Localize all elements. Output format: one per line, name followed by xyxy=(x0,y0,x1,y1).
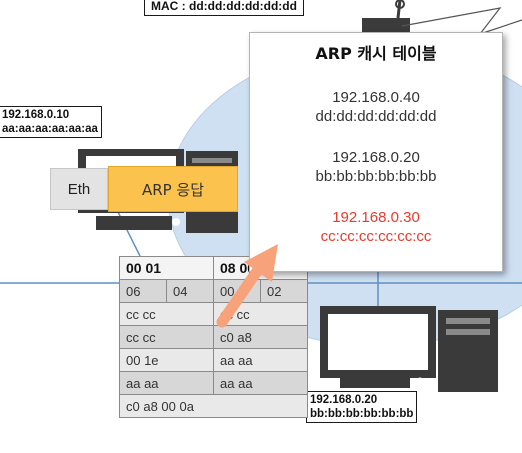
left-host-label: 192.168.0.10 aa:aa:aa:aa:aa:aa xyxy=(0,106,102,138)
arp-cache-entry-highlighted: 192.168.0.30 cc:cc:cc:cc:cc:cc xyxy=(250,208,502,246)
table-cell: 00 1e xyxy=(118,348,215,372)
table-cell: 00 01 xyxy=(118,256,215,280)
arp-cache-title: ARP 캐시 테이블 xyxy=(315,44,437,63)
table-cell: c0 a8 xyxy=(213,325,309,349)
table-row: cc cc cc cc xyxy=(118,302,309,326)
table-row: 00 1e aa aa xyxy=(118,348,309,372)
table-cell: 02 xyxy=(260,279,309,303)
table-cell: 04 xyxy=(165,279,215,303)
table-cell: cc cc xyxy=(213,302,309,326)
router-icon xyxy=(362,0,410,36)
left-host-ip: 192.168.0.10 xyxy=(2,109,70,121)
table-cell: 06 xyxy=(119,279,167,303)
arp-packet-byte-table: 00 01 08 00 06 04 00 02 cc cc cc cc cc c… xyxy=(118,256,309,418)
table-row: c0 a8 00 0a xyxy=(118,394,309,418)
arp-cache-entry: 192.168.0.20 bb:bb:bb:bb:bb:bb xyxy=(250,148,502,186)
table-cell: cc cc xyxy=(118,302,215,326)
packet-eth-header: Eth xyxy=(50,168,108,210)
packet-arp-reply: ARP 응답 xyxy=(108,166,238,212)
right-host-mac: bb:bb:bb:bb:bb:bb xyxy=(310,408,414,420)
arp-cache-table: ARP 캐시 테이블 192.168.0.40 dd:dd:dd:dd:dd:d… xyxy=(249,32,503,272)
table-cell: aa aa xyxy=(118,371,215,395)
table-cell: aa aa xyxy=(213,348,309,372)
left-host-mac: aa:aa:aa:aa:aa:aa xyxy=(2,123,98,135)
table-cell: cc cc xyxy=(118,325,215,349)
speech-bubble-edge xyxy=(401,7,522,36)
table-cell: aa aa xyxy=(213,371,309,395)
entry-ip: 192.168.0.30 xyxy=(332,209,420,226)
entry-mac: cc:cc:cc:cc:cc:cc xyxy=(320,228,432,245)
entry-ip: 192.168.0.20 xyxy=(332,149,420,166)
entry-mac: dd:dd:dd:dd:dd:dd xyxy=(315,108,437,125)
right-computer-icon xyxy=(320,306,498,392)
table-cell: 00 xyxy=(213,279,262,303)
right-host-label: 192.168.0.20 bb:bb:bb:bb:bb:bb xyxy=(306,391,418,423)
router-mac-label: MAC : dd:dd:dd:dd:dd:dd xyxy=(144,0,304,16)
table-row: cc cc c0 a8 xyxy=(118,325,309,349)
right-host-ip: 192.168.0.20 xyxy=(310,394,378,406)
entry-ip: 192.168.0.40 xyxy=(332,89,420,106)
entry-mac: bb:bb:bb:bb:bb:bb xyxy=(315,168,437,185)
table-cell: c0 a8 00 0a xyxy=(118,394,309,418)
table-row: aa aa aa aa xyxy=(118,371,309,395)
arp-cache-entry: 192.168.0.40 dd:dd:dd:dd:dd:dd xyxy=(250,88,502,126)
table-row: 06 04 00 02 xyxy=(119,279,309,303)
